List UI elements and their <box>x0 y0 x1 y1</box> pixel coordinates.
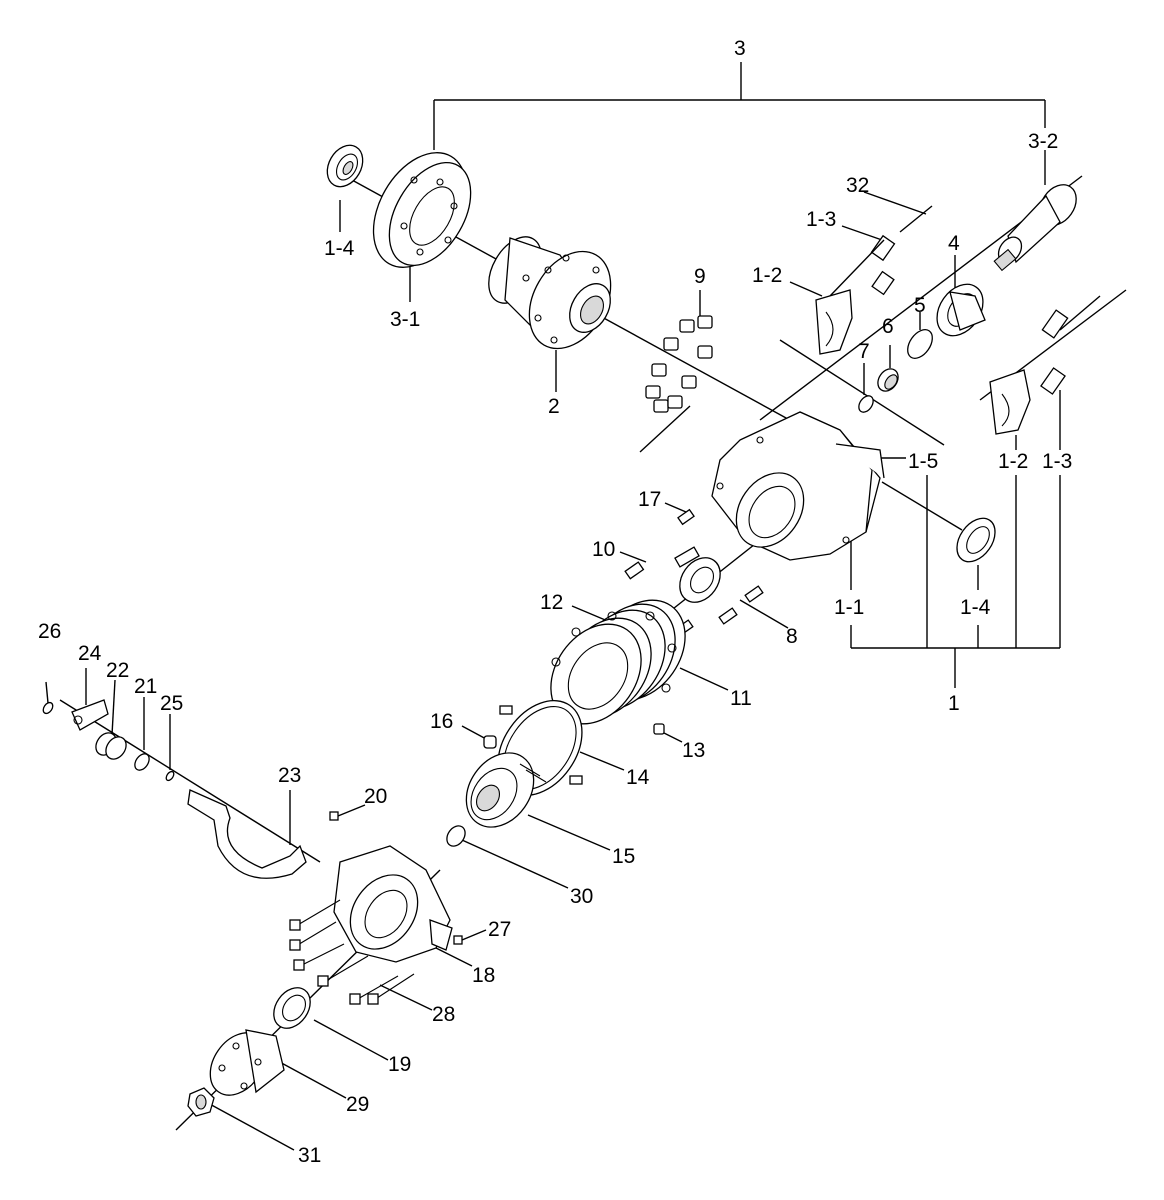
nut-31 <box>187 1087 215 1117</box>
actuator-housing-18 <box>333 845 453 963</box>
label-29: 29 <box>346 1093 369 1116</box>
label-3-1: 3-1 <box>390 308 420 331</box>
part-labels: 3 3-2 32 1-3 4 9 1-2 5 1-4 6 7 3-1 2 1-5… <box>38 37 1072 1167</box>
bolts-1-3-right <box>1040 295 1101 395</box>
label-20: 20 <box>364 785 387 808</box>
assembly-3-bracket <box>433 62 1046 185</box>
label-17: 17 <box>638 488 661 511</box>
label-21: 21 <box>134 675 157 698</box>
label-23: 23 <box>278 764 301 787</box>
label-32: 32 <box>846 174 869 197</box>
seal-19 <box>273 987 311 1029</box>
label-12: 12 <box>540 591 563 614</box>
label-11: 11 <box>730 687 752 710</box>
shift-fork-23 <box>187 789 307 879</box>
carrier-housing-1-1 <box>711 411 885 561</box>
bearing-cap-1-2-right <box>989 369 1031 435</box>
label-24: 24 <box>78 642 102 665</box>
differential-case-2 <box>488 236 612 350</box>
pin-10 <box>624 561 645 580</box>
bearing-4 <box>936 283 986 337</box>
lever-24 <box>71 699 109 731</box>
pin-13 <box>653 723 665 735</box>
label-6: 6 <box>882 315 894 338</box>
label-1-5: 1-5 <box>908 450 938 473</box>
washer-21 <box>134 753 150 771</box>
clutch-pack-12-11 <box>550 599 686 725</box>
label-1-2-upper: 1-2 <box>752 264 782 287</box>
label-18: 18 <box>472 964 495 987</box>
o-ring-7 <box>858 395 874 413</box>
label-30: 30 <box>570 885 593 908</box>
leader-lines <box>45 191 956 1151</box>
collar-6 <box>877 368 899 392</box>
label-2: 2 <box>548 395 560 418</box>
label-28: 28 <box>432 1003 455 1026</box>
o-ring-30 <box>446 825 466 847</box>
bearing-cap-1-2-upper <box>815 289 853 355</box>
seal-1-4-right <box>956 517 996 563</box>
flange-29 <box>209 1029 285 1096</box>
label-16: 16 <box>430 710 453 733</box>
ring-25 <box>165 770 175 782</box>
bearing-8 <box>674 546 721 603</box>
shim-ring-5 <box>907 329 933 359</box>
assembly-1-bracket <box>850 390 1061 688</box>
pinion-shaft-3-2 <box>993 184 1077 272</box>
label-1-1: 1-1 <box>834 596 864 619</box>
ring-gear-3-1 <box>372 152 472 268</box>
label-1-4-right: 1-4 <box>960 596 991 619</box>
piston-15 <box>465 752 547 828</box>
label-1-3-right: 1-3 <box>1042 450 1072 473</box>
label-7: 7 <box>858 340 870 363</box>
plug-27 <box>453 935 463 945</box>
bolt-1-3-upper <box>829 234 896 297</box>
label-15: 15 <box>612 845 635 868</box>
bolts-9 <box>645 315 713 413</box>
label-4: 4 <box>948 232 960 255</box>
label-22: 22 <box>106 659 129 682</box>
plug-20 <box>329 811 339 821</box>
label-25: 25 <box>160 692 183 715</box>
seal-1-4-left <box>326 144 364 188</box>
bolts-28 <box>317 955 415 1005</box>
label-10: 10 <box>592 538 615 561</box>
label-1-2-right: 1-2 <box>998 450 1028 473</box>
label-13: 13 <box>682 739 705 762</box>
label-8: 8 <box>786 625 798 648</box>
label-14: 14 <box>626 766 650 789</box>
label-1-4-left: 1-4 <box>324 237 355 260</box>
pin-32 <box>899 205 933 233</box>
pin-17 <box>677 508 695 526</box>
label-31: 31 <box>298 1144 321 1167</box>
label-26: 26 <box>38 620 61 643</box>
label-9: 9 <box>694 265 706 288</box>
pin-16 <box>483 735 497 749</box>
label-19: 19 <box>388 1053 411 1076</box>
label-1-3-upper: 1-3 <box>806 208 836 231</box>
label-3-2: 3-2 <box>1028 130 1058 153</box>
label-1: 1 <box>948 692 960 715</box>
label-27: 27 <box>488 918 511 941</box>
bushing-22 <box>95 732 127 760</box>
bolts-18 <box>289 899 345 971</box>
ring-26 <box>42 701 54 715</box>
label-5: 5 <box>914 294 926 317</box>
label-3: 3 <box>734 37 746 60</box>
